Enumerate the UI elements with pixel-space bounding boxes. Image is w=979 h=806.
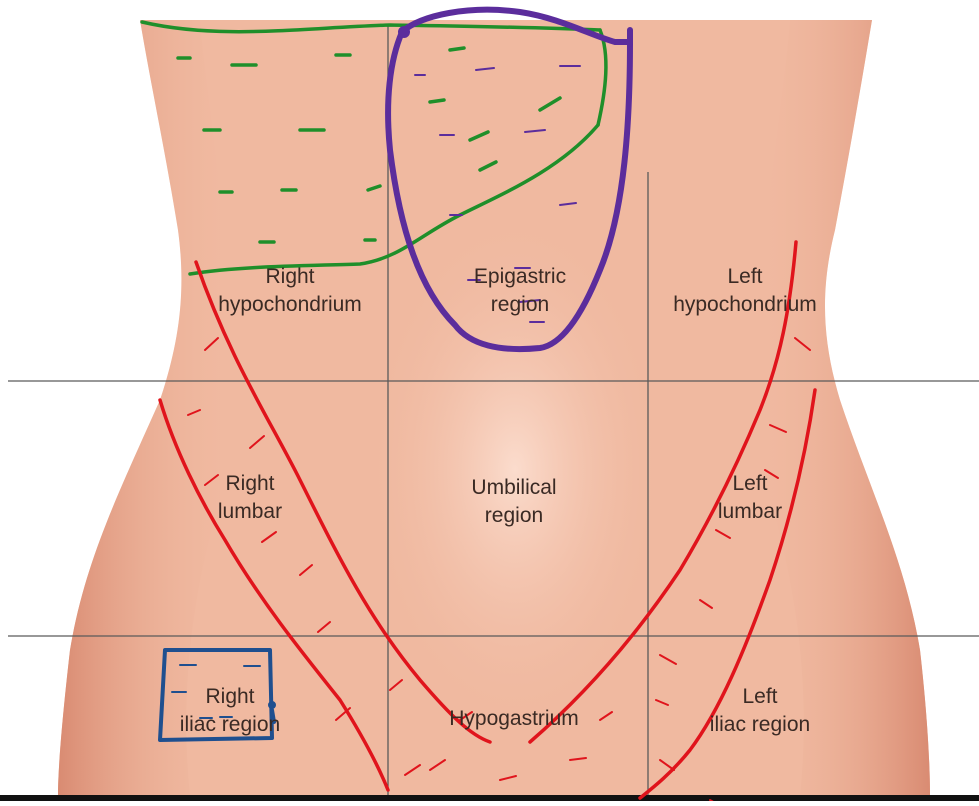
label-line: region	[414, 502, 614, 530]
label-line: Right	[170, 470, 330, 498]
label-umbilical: Umbilical region	[414, 474, 614, 530]
label-line: iliac region	[150, 711, 310, 739]
label-line: lumbar	[670, 498, 830, 526]
label-epigastric: Epigastric region	[420, 263, 620, 319]
label-hypogastrium: Hypogastrium	[414, 705, 614, 733]
label-line: Epigastric	[420, 263, 620, 291]
label-line: iliac region	[680, 711, 840, 739]
label-line: hypochondrium	[645, 291, 845, 319]
label-left-hypochondrium: Left hypochondrium	[645, 263, 845, 319]
label-right-lumbar: Right lumbar	[170, 470, 330, 526]
label-right-iliac: Right iliac region	[150, 683, 310, 739]
label-line: lumbar	[170, 498, 330, 526]
label-left-iliac: Left iliac region	[680, 683, 840, 739]
bottom-edge-bar	[0, 795, 979, 801]
label-line: Hypogastrium	[414, 705, 614, 733]
label-line: Right	[190, 263, 390, 291]
label-line: Left	[680, 683, 840, 711]
label-line: Left	[645, 263, 845, 291]
label-line: Left	[670, 470, 830, 498]
label-line: Umbilical	[414, 474, 614, 502]
label-line: Right	[150, 683, 310, 711]
label-right-hypochondrium: Right hypochondrium	[190, 263, 390, 319]
label-left-lumbar: Left lumbar	[670, 470, 830, 526]
label-line: region	[420, 291, 620, 319]
label-line: hypochondrium	[190, 291, 390, 319]
